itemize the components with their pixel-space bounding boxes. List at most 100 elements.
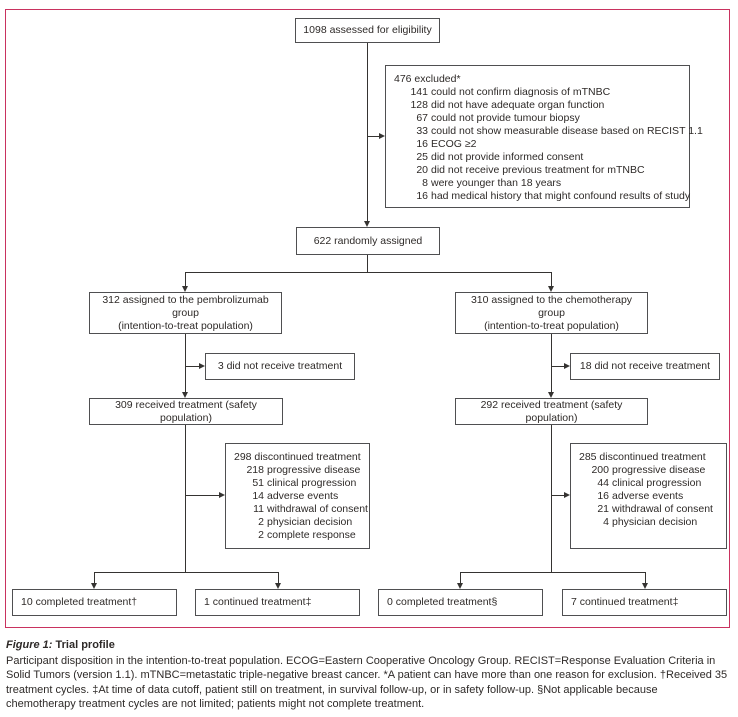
box-right-not-received: 18 did not receive treatment (570, 353, 720, 380)
arrowhead-down-left-arm (182, 286, 188, 292)
split-line-right-bottom (460, 572, 645, 574)
discontinued-item-label: clinical progression (267, 477, 357, 489)
discontinued-item-count: 16 (597, 490, 609, 502)
arrowhead-down-left-completed (91, 583, 97, 589)
right-assigned-line2: (intention-to-treat population) (484, 319, 619, 332)
excluded-item-label: could not confirm diagnosis of mTNBC (431, 86, 611, 98)
box-right-received: 292 received treatment (safety populatio… (455, 398, 648, 425)
box-left-continued: 1 continued treatment‡ (195, 589, 360, 616)
discontinued-item-label: progressive disease (267, 464, 361, 476)
excluded-item-label: could not show measurable disease based … (431, 125, 703, 137)
left-completed-label: 10 completed treatment† (21, 596, 138, 608)
right-discontinued-header-row: 285 discontinued treatment (579, 451, 721, 464)
excluded-item-label: did not have adequate organ function (431, 99, 605, 111)
discontinued-item-label: withdrawal of consent (612, 503, 713, 515)
connector-left-assigned-received (185, 334, 187, 392)
discontinued-item-count: 44 (597, 477, 609, 489)
excluded-item-label: could not provide tumour biopsy (431, 112, 580, 124)
caption-title: Figure 1: Trial profile (6, 638, 730, 653)
arrowhead-down-left-continued (275, 583, 281, 589)
excluded-header-row: 476 excluded* (394, 73, 684, 86)
discontinued-item-count: 11 (253, 503, 264, 515)
assessed-label: 1098 assessed for eligibility (303, 24, 432, 36)
randomized-label: 622 randomly assigned (313, 234, 423, 247)
split-line-arms (185, 272, 552, 274)
box-left-received: 309 received treatment (safety populatio… (89, 398, 283, 425)
excluded-item-label: ECOG ≥2 (431, 138, 477, 150)
connector-right-continued-down (645, 572, 647, 583)
connector-right-assigned-received (551, 334, 553, 392)
arrowhead-down-right-received (548, 392, 554, 398)
box-right-completed: 0 completed treatment§ (378, 589, 543, 616)
box-right-assigned: 310 assigned to the chemotherapy group (… (455, 292, 648, 334)
box-assessed: 1098 assessed for eligibility (295, 18, 440, 43)
right-not-received-label: 18 did not receive treatment (579, 360, 711, 372)
connector-right-not-received (552, 366, 564, 368)
excluded-item-count: 33 (416, 125, 428, 137)
connector-right-arm-down (551, 272, 553, 286)
left-discontinued-header-row: 298 discontinued treatment (234, 451, 364, 464)
right-completed-label: 0 completed treatment§ (387, 596, 498, 608)
discontinued-item-label: progressive disease (612, 464, 706, 476)
excluded-item-count: 25 (416, 151, 428, 163)
arrowhead-down-randomized (364, 221, 370, 227)
excluded-item-count: 20 (416, 164, 428, 176)
connector-left-continued-down (278, 572, 280, 583)
arrowhead-down-right-completed (457, 583, 463, 589)
excluded-item-count: 141 (410, 86, 428, 98)
discontinued-item-count: 2 (258, 516, 264, 528)
arrowhead-right-right-not-received (564, 363, 570, 369)
connector-left-received-bottom (185, 425, 187, 573)
arrowhead-right-right-discontinued (564, 492, 570, 498)
figure-caption: Figure 1: Trial profile Participant disp… (6, 638, 730, 712)
arrowhead-right-excluded (379, 133, 385, 139)
discontinued-item-label: physician decision (612, 516, 698, 528)
split-line-left-bottom (94, 572, 278, 574)
excluded-item-label: did not receive previous treatment for m… (431, 164, 645, 176)
connector-to-excluded (367, 136, 379, 138)
caption-figure-title: Trial profile (55, 639, 115, 651)
excluded-header: 476 excluded* (394, 73, 461, 85)
excluded-item-label: had medical history that might confound … (431, 190, 691, 202)
left-not-received-label: 3 did not receive treatment (217, 360, 343, 372)
right-received-label: 292 received treatment (safety populatio… (480, 398, 623, 424)
right-discontinued-header: 285 discontinued treatment (579, 451, 706, 463)
left-continued-label: 1 continued treatment‡ (204, 596, 312, 608)
connector-left-arm-down (185, 272, 187, 286)
arrowhead-down-left-received (182, 392, 188, 398)
box-left-completed: 10 completed treatment† (12, 589, 177, 616)
connector-left-discontinued (186, 495, 219, 497)
discontinued-item-label: complete response (267, 529, 356, 541)
caption-figure-label: Figure 1: (6, 639, 53, 651)
left-assigned-line2: (intention-to-treat population) (118, 319, 253, 332)
discontinued-item-count: 200 (591, 464, 609, 476)
box-left-assigned: 312 assigned to the pembrolizumab group … (89, 292, 282, 334)
discontinued-item-count: 14 (252, 490, 264, 502)
connector-right-discontinued (552, 495, 564, 497)
connector-randomized-down (367, 255, 369, 273)
connector-right-completed-down (460, 572, 462, 583)
excluded-item-count: 16 (416, 138, 428, 150)
excluded-item-count: 67 (416, 112, 428, 124)
discontinued-item-count: 51 (252, 477, 264, 489)
excluded-item-count: 16 (416, 190, 428, 202)
connector-assessed-to-randomized (367, 43, 369, 221)
connector-left-not-received (186, 366, 199, 368)
left-assigned-line1: 312 assigned to the pembrolizumab group (102, 293, 269, 319)
discontinued-item-count: 2 (258, 529, 264, 541)
